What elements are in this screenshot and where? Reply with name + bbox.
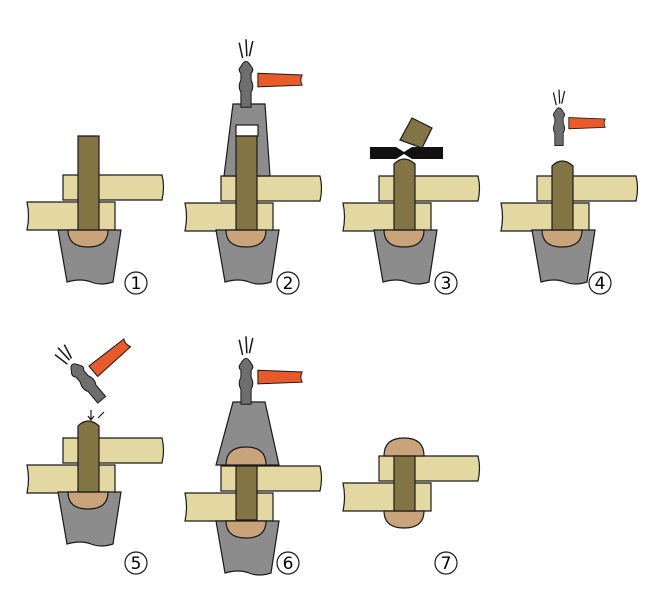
hammer-handle-icon bbox=[257, 369, 303, 385]
hammer bbox=[54, 338, 132, 404]
lower-plate bbox=[342, 202, 432, 232]
motion-line bbox=[248, 337, 254, 354]
lower-plate bbox=[184, 202, 274, 232]
motion-line bbox=[63, 344, 73, 359]
hammer-handle-icon bbox=[88, 338, 132, 378]
motion-line bbox=[245, 39, 248, 57]
motion-line bbox=[238, 339, 244, 356]
cut-off-piece bbox=[399, 117, 433, 149]
rivet-head bbox=[67, 229, 109, 248]
lower-plate bbox=[26, 201, 116, 231]
step-5: 5 bbox=[26, 338, 165, 575]
step-number-circle bbox=[588, 271, 612, 295]
rivet-shank bbox=[77, 135, 100, 231]
formed-head bbox=[383, 437, 425, 457]
motion-line bbox=[245, 336, 248, 354]
step-number: 6 bbox=[283, 554, 294, 574]
rivet-head bbox=[383, 510, 425, 529]
cutter-bar bbox=[370, 147, 443, 159]
rivet-head bbox=[225, 520, 267, 539]
hammer-head-icon bbox=[238, 357, 254, 405]
lower-plate bbox=[26, 464, 116, 494]
lower-plate bbox=[342, 482, 432, 512]
rivet-shank bbox=[77, 420, 100, 493]
lower-plate bbox=[500, 202, 590, 232]
motion-line bbox=[238, 42, 244, 59]
step-7: 7 bbox=[342, 437, 481, 575]
motion-line bbox=[561, 90, 566, 104]
step-number: 2 bbox=[283, 274, 294, 294]
motion-line bbox=[54, 354, 68, 365]
hammer-head-icon bbox=[70, 363, 107, 404]
hammer-handle-icon bbox=[257, 72, 303, 88]
step-number-circle bbox=[276, 551, 300, 575]
step-1: 1 bbox=[26, 135, 165, 295]
rivet-shank bbox=[393, 158, 416, 231]
step-number: 4 bbox=[595, 274, 606, 294]
step-number-circle bbox=[434, 551, 458, 575]
step-3: 3 bbox=[342, 117, 481, 295]
step-number-circle bbox=[124, 271, 148, 295]
rivet-head bbox=[67, 491, 109, 510]
step-number-circle bbox=[434, 271, 458, 295]
motion-line bbox=[558, 89, 561, 104]
step-number: 1 bbox=[131, 274, 142, 294]
motion-line bbox=[248, 40, 254, 57]
step-4: 4 bbox=[500, 89, 639, 295]
step-number-circle bbox=[276, 271, 300, 295]
direction-arrows-icon bbox=[87, 410, 105, 421]
step-2: 2 bbox=[184, 39, 323, 295]
rivet-head bbox=[383, 229, 425, 248]
rivet-head bbox=[541, 229, 583, 248]
hammer bbox=[238, 39, 303, 108]
step-number-circle bbox=[124, 551, 148, 575]
hammer-head-icon bbox=[238, 60, 254, 108]
rivet-shank bbox=[551, 160, 574, 231]
step-number: 7 bbox=[441, 554, 452, 574]
rivet-shank bbox=[235, 465, 258, 521]
rivet-shank bbox=[393, 455, 416, 512]
rivet-set-tool bbox=[215, 401, 280, 466]
rivet-head bbox=[225, 229, 267, 248]
hammer-handle-icon bbox=[568, 117, 606, 130]
lower-plate bbox=[184, 492, 274, 522]
motion-line bbox=[552, 92, 557, 106]
formed-head bbox=[225, 446, 267, 466]
hammer-head-icon bbox=[552, 107, 566, 147]
rivet-shank bbox=[235, 135, 258, 231]
step-6: 6 bbox=[184, 336, 323, 576]
hammer bbox=[238, 336, 303, 405]
hammer bbox=[552, 89, 606, 147]
motion-line bbox=[57, 347, 71, 361]
step-number: 5 bbox=[131, 554, 142, 574]
step-number: 3 bbox=[441, 274, 452, 294]
set-window bbox=[235, 124, 259, 137]
